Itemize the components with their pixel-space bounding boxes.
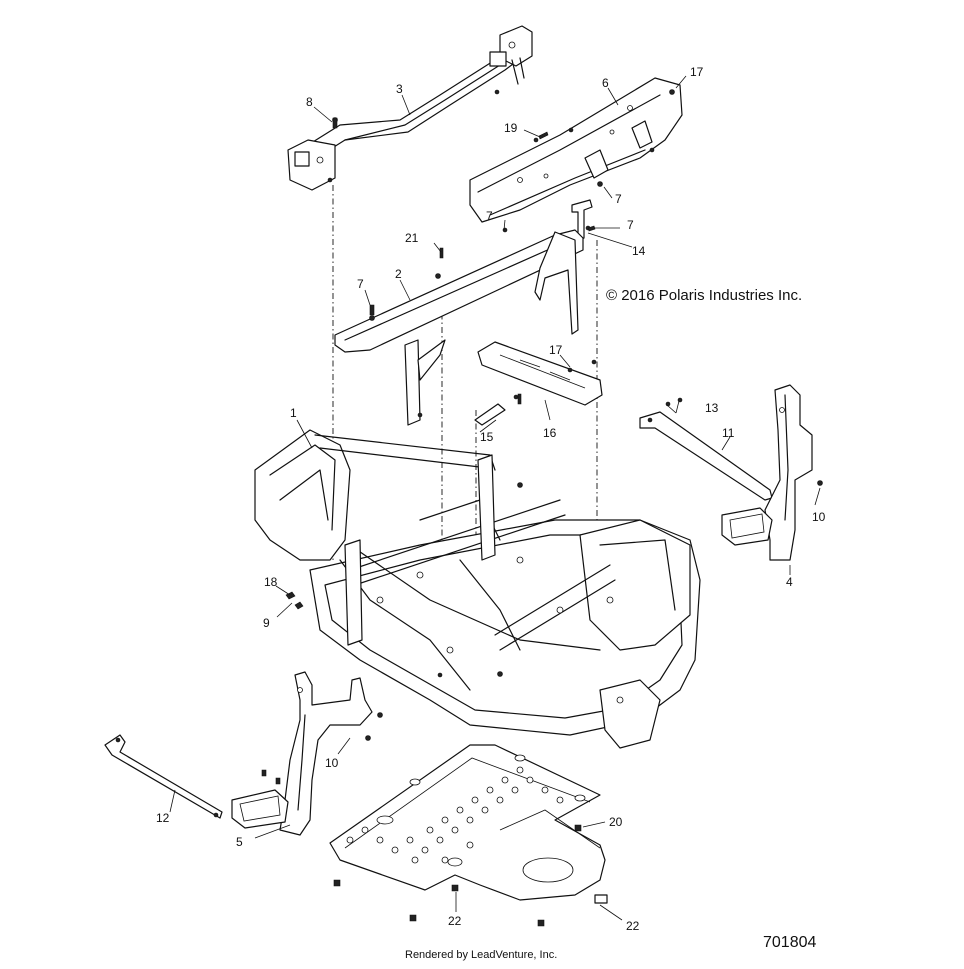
render-credit: Rendered by LeadVenture, Inc. (405, 949, 557, 961)
callout-10-b: 10 (325, 756, 339, 770)
callout-8: 8 (306, 95, 313, 109)
upper-cross-tube[interactable] (287, 25, 533, 191)
plate-hole-pattern (346, 766, 564, 864)
cargo-box-frame[interactable] (334, 227, 584, 426)
tie-bar-right[interactable] (639, 397, 773, 501)
callout-7-a: 7 (357, 277, 364, 291)
callout-19: 19 (504, 121, 518, 135)
callout-7-c: 7 (615, 192, 622, 206)
callout-13: 13 (705, 401, 719, 415)
side-rail-right[interactable] (721, 384, 823, 561)
callout-12: 12 (156, 811, 170, 825)
callout-21: 21 (405, 231, 419, 245)
side-rail-left[interactable] (231, 671, 383, 836)
callout-18: 18 (264, 575, 278, 589)
callout-15: 15 (480, 430, 494, 444)
callout-16: 16 (543, 426, 557, 440)
callout-20: 20 (609, 815, 623, 829)
callout-22-a: 22 (448, 914, 462, 928)
callout-14: 14 (632, 244, 646, 258)
middle-plate-16[interactable] (477, 341, 603, 406)
callout-10-a: 10 (812, 510, 826, 524)
bracket-15[interactable] (474, 394, 519, 426)
callout-9: 9 (263, 616, 270, 630)
callout-4: 4 (786, 575, 793, 589)
callout-11: 11 (722, 426, 735, 440)
leader-lines (169, 75, 821, 921)
figure-id: 701804 (763, 934, 816, 951)
callout-2: 2 (395, 267, 402, 281)
rear-cross-panel[interactable] (469, 77, 683, 223)
tie-bar-left[interactable] (104, 734, 223, 819)
callout-3: 3 (396, 82, 403, 96)
fasteners (261, 117, 596, 927)
callout-6: 6 (602, 76, 609, 90)
callout-7-b: 7 (486, 209, 493, 223)
callout-17-b: 17 (549, 343, 563, 357)
copyright-notice: © 2016 Polaris Industries Inc. (606, 287, 802, 304)
callout-17-a: 17 (690, 65, 704, 79)
callout-7-d: 7 (627, 218, 634, 232)
floor-skid-plate[interactable] (329, 744, 608, 904)
main-frame[interactable] (254, 429, 701, 749)
callout-1: 1 (290, 406, 297, 420)
callout-5: 5 (236, 835, 243, 849)
callout-22-b: 22 (626, 919, 640, 933)
callouts: 1 2 3 4 5 6 7 7 7 7 8 9 10 10 11 12 13 1… (156, 65, 826, 933)
